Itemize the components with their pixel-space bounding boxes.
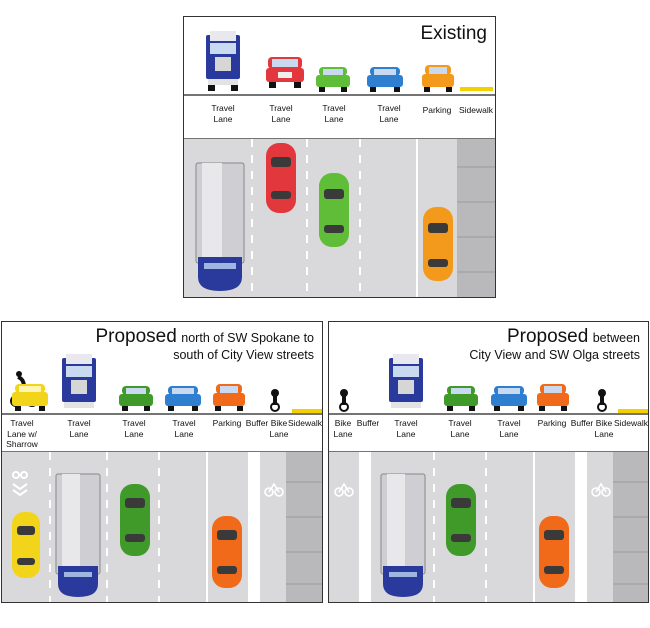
curb-marker: [292, 409, 322, 413]
proposed-north-panel: Proposed north of SW Spokane to south of…: [1, 321, 323, 603]
lane-label: Travel Lane w/ Sharrow: [6, 418, 38, 450]
truck-top-icon: [195, 162, 245, 291]
yellow-car-front-icon: [12, 384, 48, 411]
sidewalk: [613, 452, 648, 602]
lane-label: Travel Lane: [448, 418, 472, 439]
existing-title: Existing: [420, 23, 487, 44]
lane-label: Travel Lane: [67, 418, 91, 439]
existing-illustration: [184, 31, 495, 297]
truck-front-icon: [62, 354, 96, 408]
lane-label: Travel Lane: [269, 103, 293, 124]
buffer-stripe: [359, 452, 371, 602]
lane-label: Travel Lane: [394, 418, 418, 439]
green-car-top-icon: [446, 484, 476, 556]
truck-top-icon: [380, 473, 426, 597]
blue-car-front-icon: [367, 67, 403, 92]
lane-label: Buffer: [570, 418, 594, 428]
lane-label: Parking: [537, 418, 567, 428]
curb-marker: [618, 409, 648, 413]
bicycle-rider-icon: [597, 389, 607, 412]
lane-label: Parking: [422, 105, 452, 115]
proposed-between-illustration: [329, 354, 648, 602]
proposed-north-illustration: [2, 354, 322, 602]
orange-car-top-icon: [539, 516, 569, 588]
blue-car-front-icon: [165, 386, 201, 411]
lane-label: Bike Lane: [269, 418, 289, 439]
bike-lane-symbol-icon: [591, 482, 611, 497]
bike-lane-symbol-icon: [264, 482, 284, 497]
buffer-stripe: [575, 452, 587, 602]
truck-top-icon: [55, 473, 101, 597]
proposed-between-title: Proposed between City View and SW Olga s…: [469, 326, 640, 362]
green-car-top-icon: [319, 173, 349, 247]
bicycle-rider-icon: [270, 389, 280, 412]
lane-label: Sidewalk: [458, 105, 494, 115]
proposed-between-panel: Proposed between City View and SW Olga s…: [328, 321, 649, 603]
orange-car-top-icon: [212, 516, 242, 588]
green-car-top-icon: [120, 484, 150, 556]
truck-front-icon: [389, 354, 423, 408]
sidewalk: [286, 452, 322, 602]
proposed-north-title: Proposed north of SW Spokane to south of…: [95, 326, 314, 362]
orange-car-front-icon: [213, 384, 245, 411]
blue-car-front-icon: [491, 386, 527, 411]
lane-label: Buffer: [356, 418, 380, 428]
bicycle-rider-icon: [339, 389, 349, 412]
bike-lane-symbol-icon: [334, 482, 354, 497]
lane-label: Bike Lane: [594, 418, 614, 439]
green-car-front-icon: [119, 386, 153, 411]
sharrow-icon: [12, 471, 28, 497]
lane-label: Travel Lane: [497, 418, 521, 439]
buffer-stripe: [248, 452, 260, 602]
lane-label: Travel Lane: [122, 418, 146, 439]
green-car-front-icon: [316, 67, 350, 92]
yellow-car-top-icon: [12, 512, 40, 578]
lane-label: Buffer: [245, 418, 269, 428]
lane-label: Travel Lane: [322, 103, 346, 124]
existing-panel: Existing Travel Lane Travel Lane Travel …: [183, 16, 496, 298]
curb-marker: [460, 87, 493, 91]
truck-front-icon: [206, 31, 240, 91]
orange-car-top-icon: [423, 207, 453, 281]
lane-label: Travel Lane: [211, 103, 235, 124]
lane-label: Sidewalk: [613, 418, 649, 428]
red-car-front-icon: [266, 57, 304, 88]
orange-car-front-icon: [422, 65, 454, 92]
lane-label: Sidewalk: [287, 418, 323, 428]
lane-label: Parking: [212, 418, 242, 428]
orange-car-front-icon: [537, 384, 569, 411]
green-car-front-icon: [444, 386, 478, 411]
lane-label: Travel Lane: [377, 103, 401, 124]
lane-label: Bike Lane: [333, 418, 353, 439]
red-car-top-icon: [266, 143, 296, 213]
lane-label: Travel Lane: [172, 418, 196, 439]
sidewalk: [457, 139, 495, 297]
